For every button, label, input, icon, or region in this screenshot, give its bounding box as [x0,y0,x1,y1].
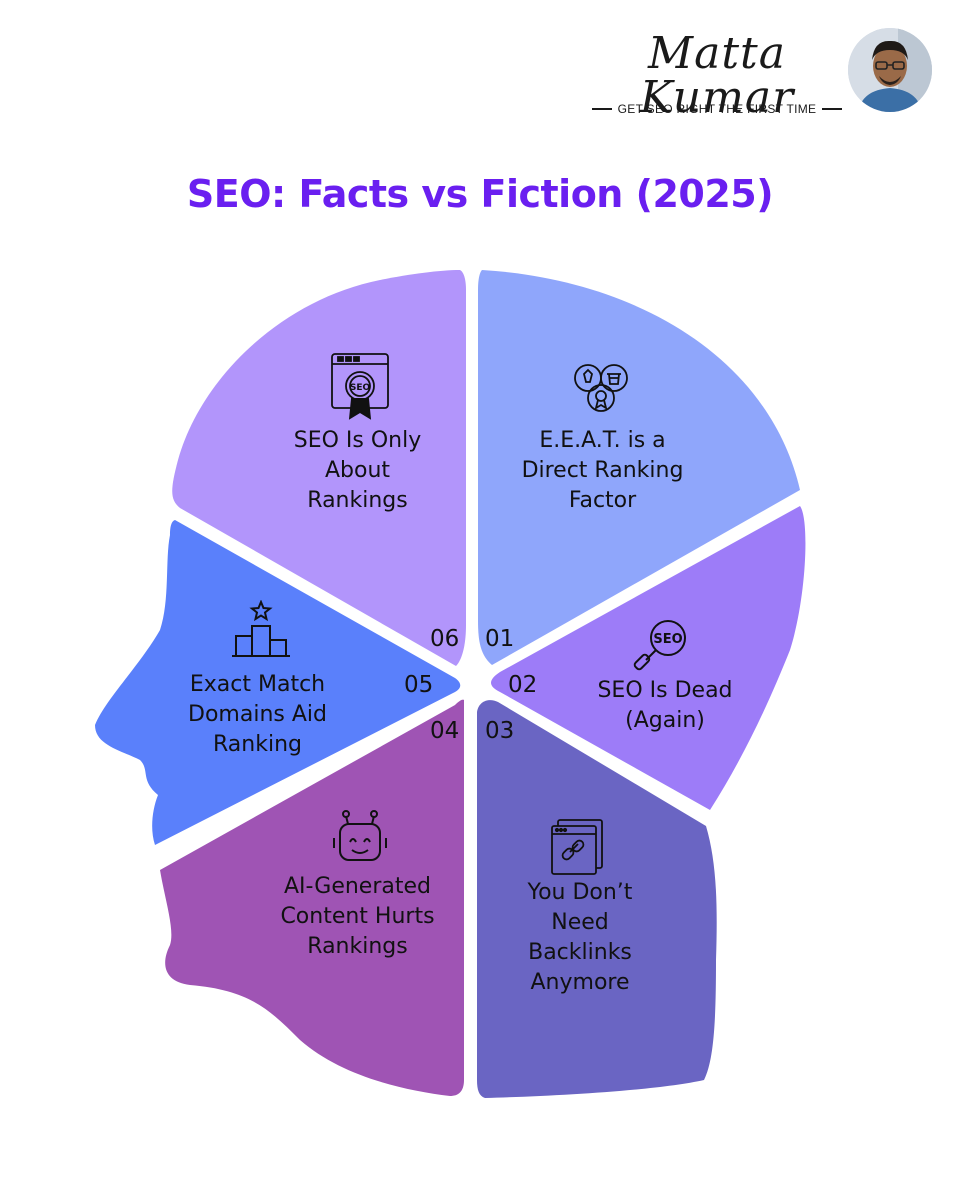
segment-02-label: SEO Is Dead (Again) [597,678,733,733]
segment-01 [478,270,800,665]
podium-star-icon [232,600,290,657]
segment-01-number: 01 [485,626,515,652]
segment-06-number: 06 [430,626,460,652]
segment-03 [477,700,717,1098]
segment-05-label: Exact Match Domains Aid Ranking [188,672,327,757]
page-title: SEO: Facts vs Fiction (2025) [186,172,774,216]
segment-02-number: 02 [508,672,538,698]
segment-05-number: 05 [404,672,434,698]
segment-04-label: AI-Generated Content Hurts Rankings [280,874,435,959]
segment-05 [95,520,461,845]
seo-certificate-label: SEO [350,383,371,393]
tagline-divider-right [822,108,842,110]
segment-04 [160,699,464,1096]
seo-magnifier-label: SEO [653,632,682,647]
brand-tagline-row: GET SEO RIGHT THE FIRST TIME [592,102,842,116]
seo-magnifier-icon: SEO [633,620,686,671]
tagline-divider-left [592,108,612,110]
segment-06-label: SEO Is Only About Rankings [293,428,422,513]
segment-04-number: 04 [430,718,460,744]
avatar [848,28,932,112]
badge-cluster-icon [574,364,628,412]
brand-signature: Matta Kumar [639,28,795,123]
segment-06 [172,270,466,666]
segment-01-label: E.E.A.T. is a Direct Ranking Factor [521,428,684,513]
link-browser-icon [551,819,603,875]
seo-certificate-icon: SEO [331,353,389,420]
brand-tagline: GET SEO RIGHT THE FIRST TIME [617,102,817,116]
segment-03-label: You Don’t Need Backlinks Anymore [527,880,633,995]
robot-icon [333,810,387,861]
segment-03-number: 03 [485,718,515,744]
brand-header: Matta Kumar GET SEO RIGHT THE FIRST TIME [592,18,932,128]
